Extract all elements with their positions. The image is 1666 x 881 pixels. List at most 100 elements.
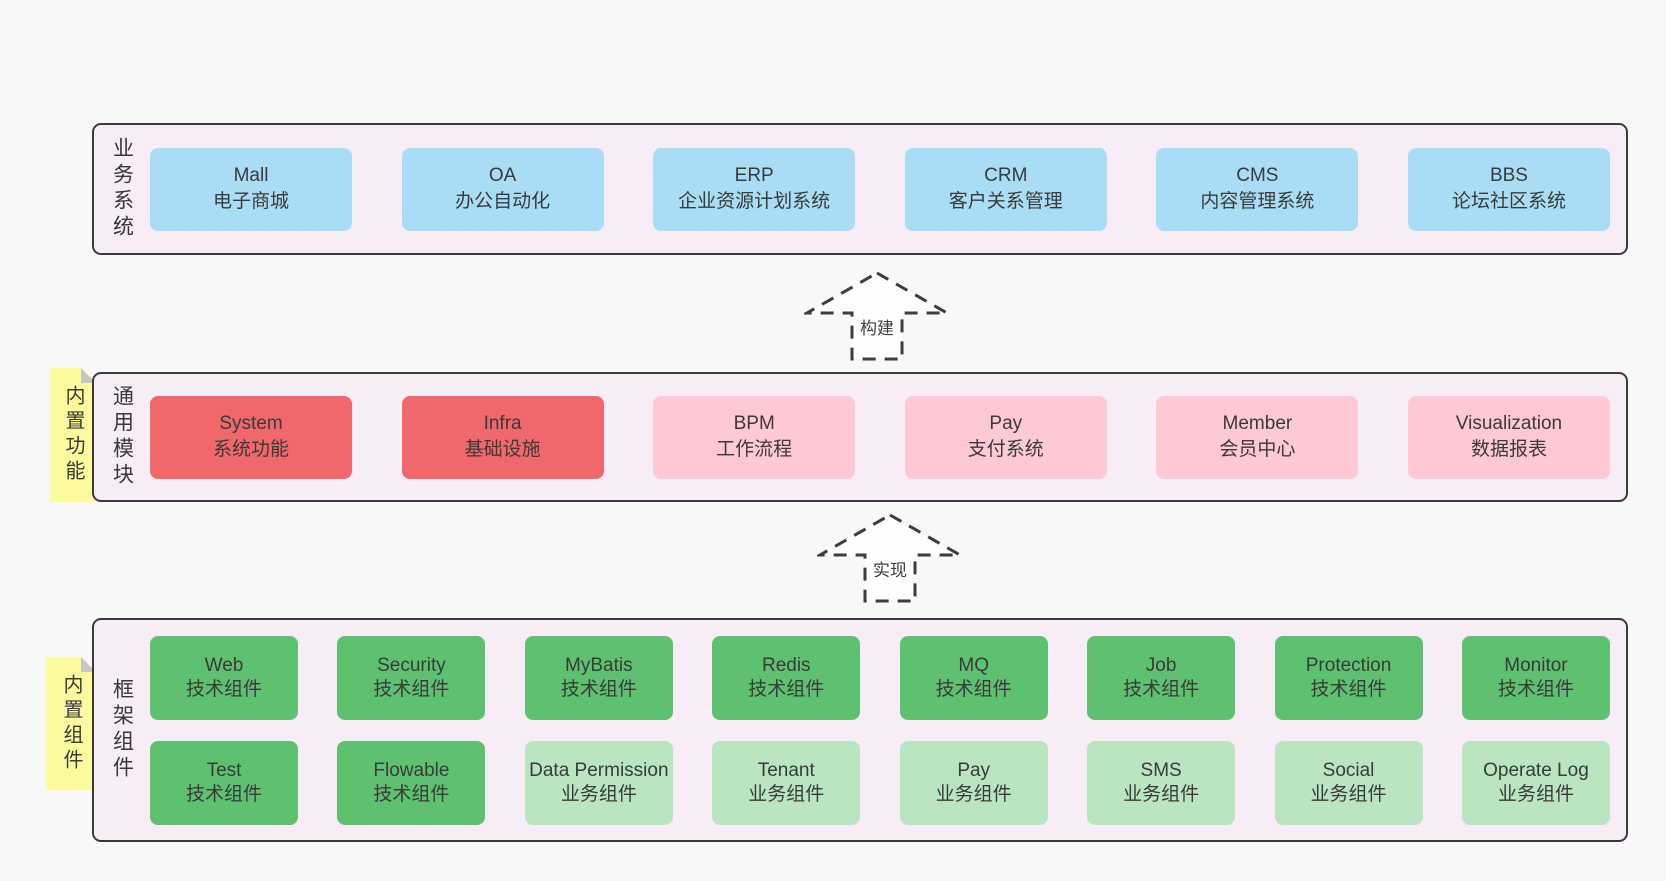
box-subtitle: 技术组件 xyxy=(1310,678,1387,700)
box-web: Web 技术组件 xyxy=(150,635,298,720)
band-title: 通用模块 xyxy=(94,374,150,500)
box-title: Pay xyxy=(989,413,1023,434)
box-title: System xyxy=(219,413,283,434)
box-title: Monitor xyxy=(1504,654,1568,676)
box-title: Pay xyxy=(957,759,991,781)
box-subtitle: 技术组件 xyxy=(748,678,825,700)
box-title: Visualization xyxy=(1455,413,1563,434)
box-monitor: Monitor 技术组件 xyxy=(1461,635,1610,720)
band-business-systems: 业务系统 Mall 电子商城 OA 办公自动化 ERP 企业资源计划系统 CRM… xyxy=(92,123,1628,255)
box-security: Security 技术组件 xyxy=(337,635,486,720)
box-title: Data Permission xyxy=(529,759,669,781)
box-subtitle: 技术组件 xyxy=(1123,678,1200,700)
box-bbs: BBS 论坛社区系统 xyxy=(1407,147,1610,231)
box-pay-module: Pay 支付系统 xyxy=(904,395,1107,479)
box-subtitle: 技术组件 xyxy=(373,783,450,805)
box-title: SMS xyxy=(1140,759,1182,781)
box-title: CRM xyxy=(984,165,1028,186)
box-title: Social xyxy=(1322,759,1375,781)
box-subtitle: 工作流程 xyxy=(716,439,793,460)
box-sms: SMS 业务组件 xyxy=(1087,740,1236,825)
box-title: Protection xyxy=(1305,654,1392,676)
box-subtitle: 业务组件 xyxy=(560,783,637,805)
box-title: Web xyxy=(204,654,244,676)
box-subtitle: 技术组件 xyxy=(373,678,450,700)
box-subtitle: 会员中心 xyxy=(1219,439,1296,460)
box-subtitle: 系统功能 xyxy=(212,439,289,460)
box-title: Security xyxy=(377,654,446,676)
band-title-text: 通用模块 xyxy=(110,385,134,489)
box-mall: Mall 电子商城 xyxy=(150,147,352,231)
band-box-grid: Web 技术组件 Security 技术组件 MyBatis 技术组件 Redi… xyxy=(150,620,1626,840)
box-subtitle: 基础设施 xyxy=(464,439,541,460)
box-visualization: Visualization 数据报表 xyxy=(1407,395,1610,479)
box-title: MQ xyxy=(958,654,989,676)
box-subtitle: 技术组件 xyxy=(185,783,262,805)
box-redis: Redis 技术组件 xyxy=(712,635,861,720)
box-subtitle: 技术组件 xyxy=(1497,678,1574,700)
band-common-modules: 通用模块 System 系统功能 Infra 基础设施 BPM 工作流程 Pay… xyxy=(92,372,1628,502)
band-framework-components: 框架组件 Web 技术组件 Security 技术组件 MyBatis 技术组件… xyxy=(92,618,1628,842)
box-title: BPM xyxy=(733,413,775,434)
box-operate-log: Operate Log 业务组件 xyxy=(1461,740,1610,825)
box-data-permission: Data Permission 业务组件 xyxy=(524,740,673,825)
box-subtitle: 技术组件 xyxy=(935,678,1012,700)
box-title: ERP xyxy=(734,165,774,186)
box-pay-component: Pay 业务组件 xyxy=(899,740,1048,825)
box-subtitle: 客户关系管理 xyxy=(948,191,1063,212)
up-arrow-implement: 实现 xyxy=(817,512,963,604)
sticky-note-builtin-components: 内置组件 xyxy=(46,657,96,790)
box-subtitle: 电子商城 xyxy=(212,191,289,212)
box-test: Test 技术组件 xyxy=(150,740,298,825)
box-title: Job xyxy=(1145,654,1177,676)
sticky-note-label: 内置组件 xyxy=(60,673,82,774)
box-tenant: Tenant 业务组件 xyxy=(712,740,861,825)
box-mq: MQ 技术组件 xyxy=(899,635,1048,720)
sticky-note-label: 内置功能 xyxy=(62,385,84,485)
sticky-note-builtin-features: 内置功能 xyxy=(50,368,96,502)
box-social: Social 业务组件 xyxy=(1274,740,1423,825)
box-title: MyBatis xyxy=(565,654,633,676)
box-protection: Protection 技术组件 xyxy=(1274,635,1423,720)
component-row-1: Web 技术组件 Security 技术组件 MyBatis 技术组件 Redi… xyxy=(150,635,1610,720)
box-subtitle: 技术组件 xyxy=(560,678,637,700)
box-subtitle: 支付系统 xyxy=(967,439,1044,460)
arrow-label: 实现 xyxy=(871,556,909,581)
box-title: Operate Log xyxy=(1483,759,1589,781)
box-subtitle: 论坛社区系统 xyxy=(1451,191,1566,212)
arrow-label: 构建 xyxy=(858,314,896,339)
box-subtitle: 内容管理系统 xyxy=(1200,191,1315,212)
box-subtitle: 企业资源计划系统 xyxy=(678,191,831,212)
box-cms: CMS 内容管理系统 xyxy=(1156,147,1359,231)
box-mybatis: MyBatis 技术组件 xyxy=(524,635,673,720)
box-subtitle: 业务组件 xyxy=(748,783,825,805)
band-title: 业务系统 xyxy=(94,125,150,253)
box-system: System 系统功能 xyxy=(150,395,352,479)
component-row-2: Test 技术组件 Flowable 技术组件 Data Permission … xyxy=(150,740,1610,825)
box-erp: ERP 企业资源计划系统 xyxy=(653,147,856,231)
band-title-text: 业务系统 xyxy=(110,137,134,241)
box-title: Infra xyxy=(483,413,522,434)
box-title: Flowable xyxy=(373,759,450,781)
box-title: BBS xyxy=(1489,165,1528,186)
box-title: CMS xyxy=(1236,165,1279,186)
box-crm: CRM 客户关系管理 xyxy=(904,147,1107,231)
band-box-row: System 系统功能 Infra 基础设施 BPM 工作流程 Pay 支付系统… xyxy=(150,374,1626,500)
band-title-text: 框架组件 xyxy=(110,678,134,782)
box-subtitle: 业务组件 xyxy=(1123,783,1200,805)
box-title: OA xyxy=(488,165,517,186)
box-oa: OA 办公自动化 xyxy=(401,147,604,231)
up-arrow-build: 构建 xyxy=(804,270,950,362)
box-flowable: Flowable 技术组件 xyxy=(337,740,486,825)
box-member: Member 会员中心 xyxy=(1156,395,1359,479)
box-subtitle: 业务组件 xyxy=(935,783,1012,805)
box-title: Tenant xyxy=(757,759,815,781)
band-box-row: Mall 电子商城 OA 办公自动化 ERP 企业资源计划系统 CRM 客户关系… xyxy=(150,125,1626,253)
box-infra: Infra 基础设施 xyxy=(401,395,604,479)
box-subtitle: 技术组件 xyxy=(185,678,262,700)
box-title: Redis xyxy=(761,654,811,676)
box-title: Mall xyxy=(233,165,269,186)
box-title: Member xyxy=(1222,413,1293,434)
box-job: Job 技术组件 xyxy=(1087,635,1236,720)
